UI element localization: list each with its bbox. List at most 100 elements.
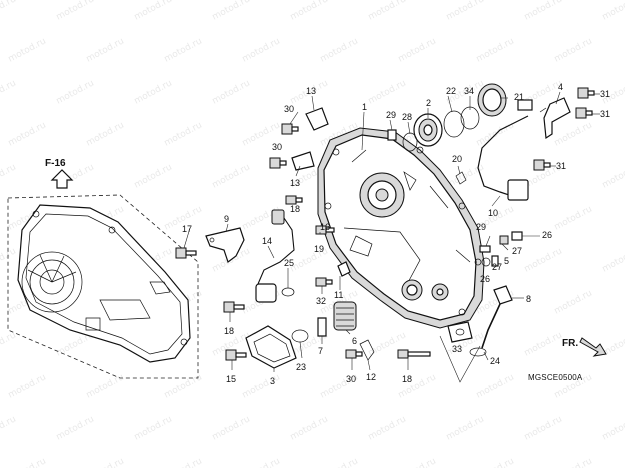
watermark-text: motod.ru bbox=[7, 456, 48, 468]
callout-6: 6 bbox=[352, 336, 357, 346]
watermark-text: motod.ru bbox=[523, 246, 564, 274]
bolt-icon bbox=[225, 349, 247, 361]
watermark-text: motod.ru bbox=[0, 246, 18, 274]
callout-11: 11 bbox=[334, 290, 343, 300]
bolt-icon bbox=[223, 301, 245, 313]
bolt-icon bbox=[577, 87, 595, 99]
watermark-text: motod.ru bbox=[367, 0, 408, 23]
watermark-text: motod.ru bbox=[475, 372, 516, 400]
fittings-group bbox=[479, 231, 523, 267]
watermark-text: motod.ru bbox=[367, 78, 408, 106]
callout-12: 12 bbox=[366, 372, 376, 382]
leader-lines bbox=[183, 91, 600, 372]
callout-26-lower: 26 bbox=[480, 274, 490, 284]
sensor-wire-group bbox=[477, 99, 533, 201]
watermark-text: motod.ru bbox=[553, 288, 594, 316]
watermark-text: motod.ru bbox=[0, 162, 18, 190]
lower-parts-group bbox=[175, 195, 481, 383]
watermark-text: motod.ru bbox=[601, 0, 625, 23]
watermark-text: motod.ru bbox=[133, 0, 174, 23]
callout-25: 25 bbox=[284, 258, 294, 268]
callout-14: 14 bbox=[262, 236, 272, 246]
watermark-text: motod.ru bbox=[7, 372, 48, 400]
callout-27-lower: 27 bbox=[492, 262, 502, 272]
watermark-text: motod.ru bbox=[85, 456, 126, 468]
bolt-icon bbox=[575, 107, 593, 119]
watermark-text: motod.ru bbox=[397, 456, 438, 468]
watermark-text: motod.ru bbox=[0, 414, 18, 442]
watermark-text: motod.ru bbox=[55, 0, 96, 23]
watermark-text: motod.ru bbox=[601, 246, 625, 274]
callout-labels: 1 2 3 4 5 6 7 8 9 10 11 12 13 13 14 15 1… bbox=[182, 82, 610, 386]
watermark-text: motod.ru bbox=[163, 120, 204, 148]
bolt-icon bbox=[285, 195, 303, 205]
watermark-text: motod.ru bbox=[289, 0, 330, 23]
callout-18-top: 18 bbox=[290, 204, 300, 214]
watermark-text: motod.ru bbox=[0, 330, 18, 358]
watermark-text: motod.ru bbox=[0, 78, 18, 106]
callout-30-mid: 30 bbox=[272, 142, 282, 152]
bolt-icon bbox=[175, 247, 197, 259]
watermark-text: motod.ru bbox=[241, 36, 282, 64]
callout-15: 15 bbox=[226, 374, 236, 384]
callout-4: 4 bbox=[558, 82, 563, 92]
watermark-text: motod.ru bbox=[523, 414, 564, 442]
callout-32: 32 bbox=[316, 296, 326, 306]
watermark-text: motod.ru bbox=[0, 0, 18, 23]
callout-13-mid: 13 bbox=[290, 178, 300, 188]
watermark-text: motod.ru bbox=[475, 36, 516, 64]
watermark-text: motod.ru bbox=[133, 414, 174, 442]
bolt-icon bbox=[269, 157, 287, 169]
watermark-text: motod.ru bbox=[475, 456, 516, 468]
callout-8: 8 bbox=[526, 294, 531, 304]
callout-20: 20 bbox=[452, 154, 462, 164]
callout-5: 5 bbox=[504, 256, 509, 266]
callout-33: 33 bbox=[452, 344, 462, 354]
callout-19: 19 bbox=[314, 244, 324, 254]
callout-23: 23 bbox=[296, 362, 306, 372]
watermark-text: motod.ru bbox=[133, 78, 174, 106]
callout-24: 24 bbox=[490, 356, 500, 366]
watermark-text: motod.ru bbox=[553, 120, 594, 148]
watermark-text: motod.ru bbox=[7, 36, 48, 64]
watermark-text: motod.ru bbox=[601, 414, 625, 442]
callout-31-low: 31 bbox=[556, 161, 566, 171]
front-direction-indicator: FR. bbox=[562, 337, 607, 357]
diagram-code: MGSCE0500A bbox=[528, 373, 583, 382]
watermark-text: motod.ru bbox=[163, 456, 204, 468]
bracket-bolts-group bbox=[533, 87, 595, 171]
front-label: FR. bbox=[562, 338, 578, 349]
watermark-text: motod.ru bbox=[367, 414, 408, 442]
watermark-text: motod.ru bbox=[553, 456, 594, 468]
callout-18-left: 18 bbox=[224, 326, 234, 336]
callout-21: 21 bbox=[514, 92, 524, 102]
watermark-text: motod.ru bbox=[553, 204, 594, 232]
bolt-icon bbox=[345, 349, 363, 359]
lever-bracket-group bbox=[205, 107, 329, 303]
watermark-text: motod.ru bbox=[241, 456, 282, 468]
callout-30-bottom: 30 bbox=[346, 374, 356, 384]
up-arrow-icon bbox=[50, 169, 74, 189]
watermark-text: motod.ru bbox=[289, 414, 330, 442]
callout-31-mid: 31 bbox=[600, 109, 610, 119]
callout-29-right: 29 bbox=[476, 222, 486, 232]
callout-30-top: 30 bbox=[284, 104, 294, 114]
watermark-text: motod.ru bbox=[7, 120, 48, 148]
watermark-text: motod.ru bbox=[55, 414, 96, 442]
watermark-text: motod.ru bbox=[133, 162, 174, 190]
watermark-text: motod.ru bbox=[163, 36, 204, 64]
front-arrow-icon bbox=[579, 337, 607, 357]
watermark-text: motod.ru bbox=[319, 36, 360, 64]
crankcase-cover-main bbox=[317, 127, 485, 329]
watermark-text: motod.ru bbox=[55, 78, 96, 106]
callout-7: 7 bbox=[318, 346, 323, 356]
bolt-icon bbox=[315, 277, 333, 287]
reference-cover-group: F-16 bbox=[7, 158, 199, 379]
callout-10: 10 bbox=[488, 208, 498, 218]
watermark-text: motod.ru bbox=[211, 414, 252, 442]
callout-26-right: 26 bbox=[542, 230, 552, 240]
callout-34: 34 bbox=[464, 86, 474, 96]
bolt-icon bbox=[533, 159, 551, 171]
watermark-text: motod.ru bbox=[553, 36, 594, 64]
